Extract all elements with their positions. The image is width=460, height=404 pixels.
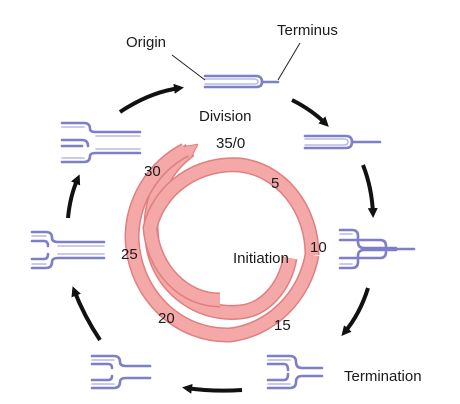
division-label: Division [199,108,252,125]
spiral-mark-30: 30 [144,163,161,180]
chromosome-stage-1 [303,134,382,150]
spiral-mark-20: 20 [158,310,175,327]
chromosome-termination [266,354,324,390]
chromosome-stage-6 [60,121,142,164]
terminus-leader [277,42,301,81]
termination-label: Termination [344,368,422,385]
origin-label: Origin [126,34,166,51]
spiral-mark-35-0: 35/0 [216,135,245,152]
spiral-mark-25: 25 [121,246,138,263]
cycle-arrow [66,174,81,219]
cycle-arrow [71,286,102,342]
spiral-mark-5: 5 [271,175,279,192]
cycle-arrow [182,383,243,394]
cycle-arrow [341,287,370,337]
chromosome-stage-5 [30,230,106,270]
spiral-mark-15: 15 [274,317,291,334]
cycle-arrow [291,98,329,127]
origin-leader [171,54,206,81]
initiation-label: Initiation [233,250,289,267]
cycle-arrows [66,83,378,394]
chromosome-initial [203,74,280,89]
chromosome-stage-2 [338,228,416,270]
cycle-arrow [118,83,184,114]
spiral-mark-10: 10 [310,239,327,256]
chromosome-stage-4 [90,354,152,390]
cycle-arrow [361,164,378,218]
terminus-label: Terminus [277,22,338,39]
time-spiral [124,143,320,343]
